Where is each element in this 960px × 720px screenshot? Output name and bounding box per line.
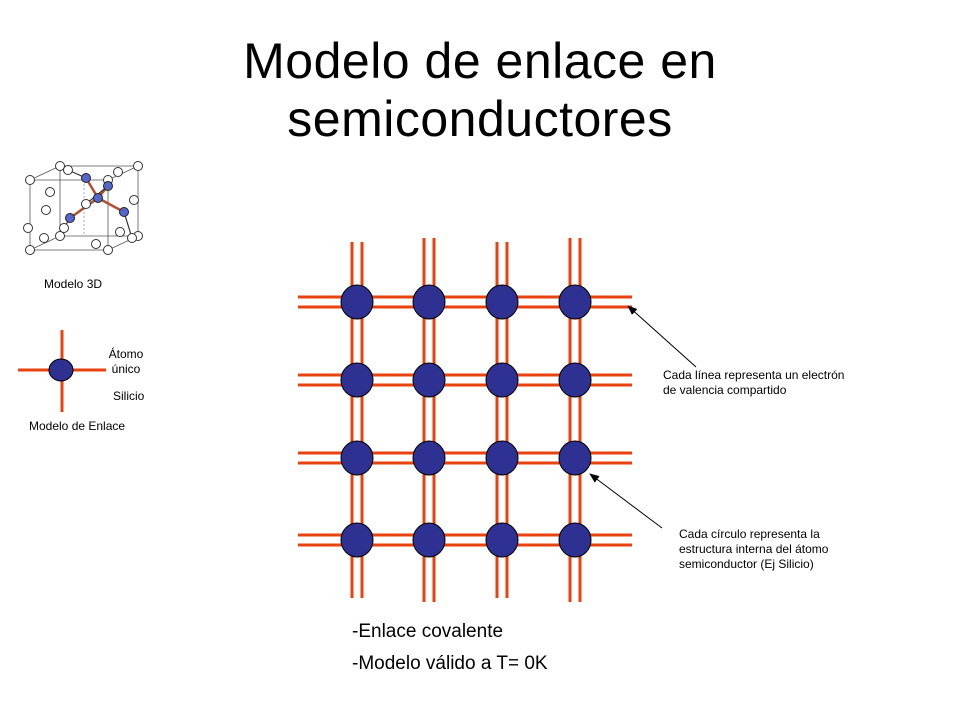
atom-r1-c3 — [485, 284, 519, 320]
atom-label-line-2: único — [111, 362, 141, 376]
bond-model-caption: Modelo de Enlace — [29, 419, 126, 433]
crystal-atom-4 — [103, 245, 113, 255]
crystal-atom-7 — [55, 231, 65, 241]
line-annotation-arrow — [627, 305, 697, 368]
crystal-atom-17 — [115, 227, 125, 237]
crystal-atom-11 — [41, 205, 51, 215]
bullet-list: -Enlace covalente -Modelo válido a T= 0K — [352, 616, 548, 680]
line-annotation: Cada línea representa un electrón de val… — [663, 368, 844, 398]
crystal-inner-atom-4 — [119, 207, 129, 217]
circle-annotation-arrow — [589, 473, 663, 529]
crystal-atom-16 — [91, 239, 101, 249]
atom-r2-c4 — [558, 362, 592, 398]
title-line-2: semiconductores — [287, 91, 673, 147]
crystal-3d-model — [23, 161, 143, 255]
single-atom-model — [18, 330, 106, 412]
crystal-atom-12 — [81, 199, 91, 209]
crystal-atom-13 — [129, 195, 139, 205]
atom-label: Átomo único — [104, 347, 148, 377]
title-line-1: Modelo de enlace en — [243, 33, 717, 89]
atom-r3-c2 — [412, 440, 446, 476]
line-annotation-line-2: de valencia compartido — [663, 383, 787, 397]
atom-r4-c1 — [340, 522, 374, 558]
crystal-atom-19 — [23, 223, 33, 233]
slide-title: Modelo de enlace en semiconductores — [0, 32, 960, 148]
atom-r4-c2 — [412, 522, 446, 558]
crystal-atom-6 — [133, 161, 143, 171]
circle-annotation-line-3: semiconductor (Ej Silicio) — [679, 557, 814, 571]
crystal-inner-atom-2 — [103, 181, 113, 191]
crystal-inner-atom-3 — [65, 213, 75, 223]
crystal-atom-18 — [127, 233, 137, 243]
circle-annotation-line-1: Cada círculo representa la — [679, 527, 820, 541]
crystal-atom-5 — [55, 161, 65, 171]
atom-r4-c3 — [485, 522, 519, 558]
atom-r2-c3 — [485, 362, 519, 398]
crystal-inner-atom-5 — [93, 193, 103, 203]
atom-r3-c4 — [558, 440, 592, 476]
model-3d-caption: Modelo 3D — [44, 277, 103, 291]
circle-annotation-line-2: estructura interna del átomo — [679, 542, 829, 556]
bullet-valid-model: -Modelo válido a T= 0K — [352, 653, 548, 674]
atom-r3-c1 — [340, 440, 374, 476]
atom-r4-c4 — [558, 522, 592, 558]
cube-edge-9 — [29, 165, 61, 181]
line-annotation-line-1: Cada línea representa un electrón — [663, 368, 845, 382]
atom-label-line-1: Átomo — [108, 347, 144, 361]
crystal-atom-20 — [45, 187, 55, 197]
atom-r1-c1 — [340, 284, 374, 320]
crystal-atom-1 — [25, 175, 35, 185]
bullet-covalent-bond: -Enlace covalente — [352, 621, 504, 642]
atom-label-silicon: Silicio — [113, 389, 145, 403]
crystal-atom-14 — [39, 233, 49, 243]
crystal-atom-3 — [25, 245, 35, 255]
crystal-atom-10 — [113, 167, 123, 177]
atom-r2-c2 — [412, 362, 446, 398]
single-atom-circle — [48, 358, 74, 382]
cube-edge-11 — [29, 235, 61, 251]
atom-r1-c4 — [558, 284, 592, 320]
crystal-inner-atom-1 — [81, 173, 91, 183]
circle-annotation: Cada círculo representa la estructura in… — [679, 527, 828, 572]
atom-r3-c3 — [485, 440, 519, 476]
cube-edge-10 — [107, 165, 139, 181]
crystal-atom-9 — [63, 165, 73, 175]
crystal-atom-15 — [59, 223, 69, 233]
atom-r2-c1 — [340, 362, 374, 398]
atom-r1-c2 — [412, 284, 446, 320]
